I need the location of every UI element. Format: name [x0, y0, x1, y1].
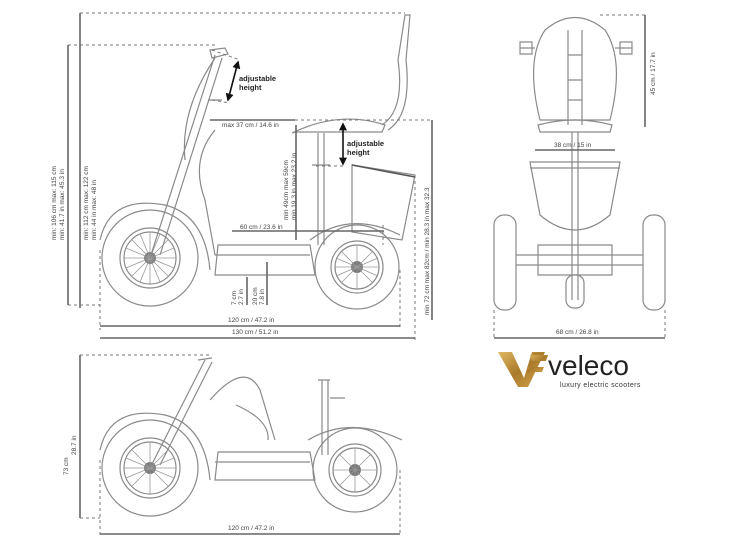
- front-seat: [537, 119, 613, 133]
- handle-height-cm-label: min: 106 cm max: 115 cm: [51, 166, 58, 240]
- handle-adjust-label-2: height: [239, 83, 262, 92]
- brake-cable: [183, 57, 216, 161]
- seat-height-in-label: min 19.3 in max 23.2 in: [291, 152, 298, 220]
- side-view: min: 106 cm max: 115 cm min: 41.7 in max…: [51, 12, 433, 340]
- total-width-label: 68 cm / 26.8 in: [556, 329, 599, 336]
- front-column: [571, 132, 579, 300]
- folded-view: 73 cm 28.7 in 120 cm / 47.2 in: [63, 354, 403, 535]
- front-backrest: [533, 17, 617, 121]
- total-height-cm-label: min: 112 cm max: 122 cm: [83, 166, 90, 240]
- front-center-wheel: [565, 274, 585, 309]
- front-left-wheel: [493, 214, 517, 311]
- seat-height-cm-label: min 49cm max 59cm: [283, 160, 290, 220]
- seat-adjust-label: adjustable: [347, 139, 384, 148]
- handle-height-in-label: min: 41.7 in max: 45.3 in: [59, 169, 66, 240]
- front-seat-frame: [567, 30, 583, 125]
- handle-adjust-arrow: [225, 60, 241, 102]
- total-height-in-label: min: 44 in max: 48 in: [91, 180, 98, 240]
- front-handlebar: [519, 41, 633, 55]
- ground-clearance-cm-label: 7 cm: [231, 291, 238, 305]
- seat: [291, 118, 386, 134]
- folded-cable: [235, 404, 269, 441]
- veleco-logo: veleco luxury electric scooters: [498, 350, 641, 389]
- backrest: [381, 14, 411, 131]
- front-right-wheel: [642, 214, 666, 311]
- folded-steering: [149, 357, 276, 469]
- front-wheel: [99, 202, 211, 307]
- total-length-label: 130 cm / 51.2 in: [232, 329, 279, 336]
- rear-wheel: [309, 223, 401, 310]
- folded-front-wheel: [99, 412, 211, 517]
- deck-height-cm-label: 20 cm: [252, 287, 259, 305]
- deck-length-label: 60 cm / 23.6 in: [240, 224, 283, 231]
- front-view: 45 cm / 17.7 in 38 cm / 15 in 68 cm / 26…: [493, 14, 666, 340]
- deck: [214, 244, 316, 276]
- folded-length-label: 120 cm / 47.2 in: [228, 525, 275, 532]
- seat-total-height-label: min 72 cm max 82cm / min 28.3 in max 32.…: [424, 187, 431, 315]
- deck-height-in-label: 7.8 in: [259, 289, 266, 305]
- handle-adjust-guide-top: [211, 49, 241, 61]
- seat-width-label: 38 cm / 15 in: [554, 142, 592, 149]
- backrest-height-label: 45 cm / 17.7 in: [650, 52, 657, 95]
- seat-adjust-label-2: height: [347, 148, 370, 157]
- logo-tagline: luxury electric scooters: [560, 382, 641, 389]
- seat-post: [312, 133, 330, 245]
- wheelbase-label: 120 cm / 47.2 in: [228, 317, 275, 324]
- folded-height-cm-label: 73 cm: [63, 457, 70, 475]
- logo-brand: veleco: [548, 350, 629, 381]
- folded-seat-post: [318, 379, 345, 455]
- folded-height-in-label: 28.7 in: [71, 435, 78, 455]
- front-basket: [529, 161, 621, 231]
- front-axle: [516, 244, 643, 276]
- seat-distance-label: max 37 cm / 14.6 in: [222, 122, 279, 129]
- basket: [351, 164, 416, 241]
- ground-clearance-in-label: 2.7 in: [238, 289, 245, 305]
- handle-adjust-label: adjustable: [239, 74, 276, 83]
- folded-deck: [214, 451, 316, 481]
- steering-column: [149, 54, 223, 259]
